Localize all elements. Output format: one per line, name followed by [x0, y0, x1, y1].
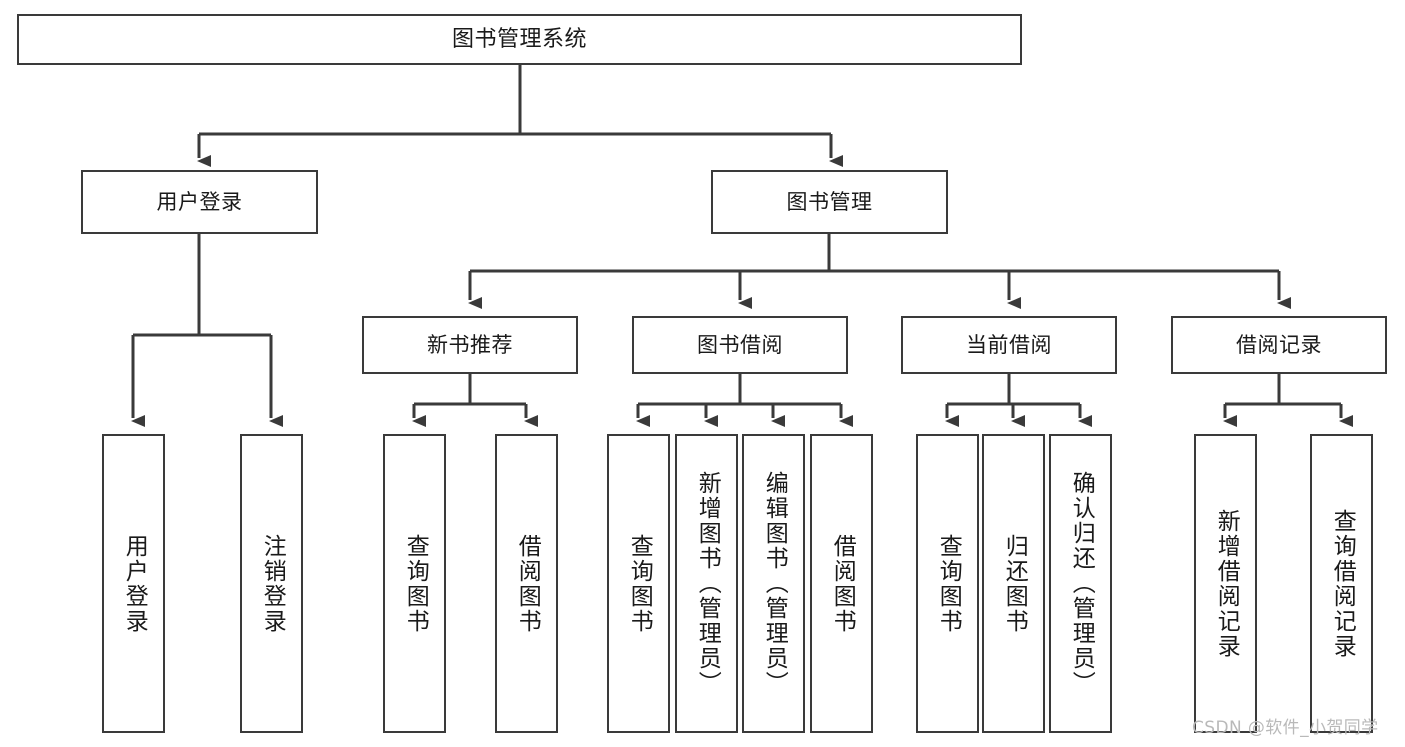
leaf-current-confirm-return-admin[interactable]: 确认归还（管理员）	[1049, 434, 1112, 733]
node-label: 用户登录	[156, 189, 243, 214]
leaf-borrow-query-book[interactable]: 查询图书	[607, 434, 670, 733]
leaf-new-book-borrow[interactable]: 借阅图书	[495, 434, 558, 733]
node-borrow-record[interactable]: 借阅记录	[1171, 316, 1387, 374]
node-label: 编辑图书（管理员）	[761, 471, 788, 696]
node-root-system[interactable]: 图书管理系统	[17, 14, 1022, 65]
node-label: 借阅记录	[1236, 332, 1322, 357]
node-label: 新书推荐	[427, 332, 513, 357]
leaf-borrow-edit-book-admin[interactable]: 编辑图书（管理员）	[742, 434, 805, 733]
node-label: 用户登录	[121, 533, 148, 634]
node-label: 查询图书	[626, 533, 653, 634]
leaf-borrow-borrow-book[interactable]: 借阅图书	[810, 434, 873, 733]
leaf-current-return-book[interactable]: 归还图书	[982, 434, 1045, 733]
leaf-borrow-add-book-admin[interactable]: 新增图书（管理员）	[675, 434, 738, 733]
node-new-book-recommend[interactable]: 新书推荐	[362, 316, 578, 374]
node-book-borrow[interactable]: 图书借阅	[632, 316, 848, 374]
node-label: 注销登录	[259, 533, 286, 634]
node-label: 图书借阅	[697, 332, 783, 357]
leaf-new-book-query[interactable]: 查询图书	[383, 434, 446, 733]
node-label: 借阅图书	[514, 533, 541, 634]
csdn-watermark: CSDN @软件_小贺同学	[1192, 718, 1379, 738]
leaf-record-add-record[interactable]: 新增借阅记录	[1194, 434, 1257, 733]
node-label: 借阅图书	[829, 533, 856, 634]
leaf-current-query-book[interactable]: 查询图书	[916, 434, 979, 733]
node-label: 新增借阅记录	[1213, 508, 1240, 659]
leaf-record-query-record[interactable]: 查询借阅记录	[1310, 434, 1373, 733]
node-label: 查询图书	[402, 533, 429, 634]
node-label: 确认归还（管理员）	[1068, 471, 1095, 696]
leaf-user-login-signout[interactable]: 注销登录	[240, 434, 303, 733]
node-label: 图书管理系统	[451, 26, 587, 52]
node-label: 查询借阅记录	[1329, 508, 1356, 659]
node-label: 当前借阅	[966, 332, 1052, 357]
node-label: 查询图书	[935, 533, 962, 634]
node-label: 归还图书	[1001, 533, 1028, 634]
node-current-borrow[interactable]: 当前借阅	[901, 316, 1117, 374]
leaf-user-login-signin[interactable]: 用户登录	[102, 434, 165, 733]
node-label: 新增图书（管理员）	[694, 471, 721, 696]
node-label: 图书管理	[786, 189, 873, 214]
node-user-login[interactable]: 用户登录	[81, 170, 318, 234]
node-book-management[interactable]: 图书管理	[711, 170, 948, 234]
